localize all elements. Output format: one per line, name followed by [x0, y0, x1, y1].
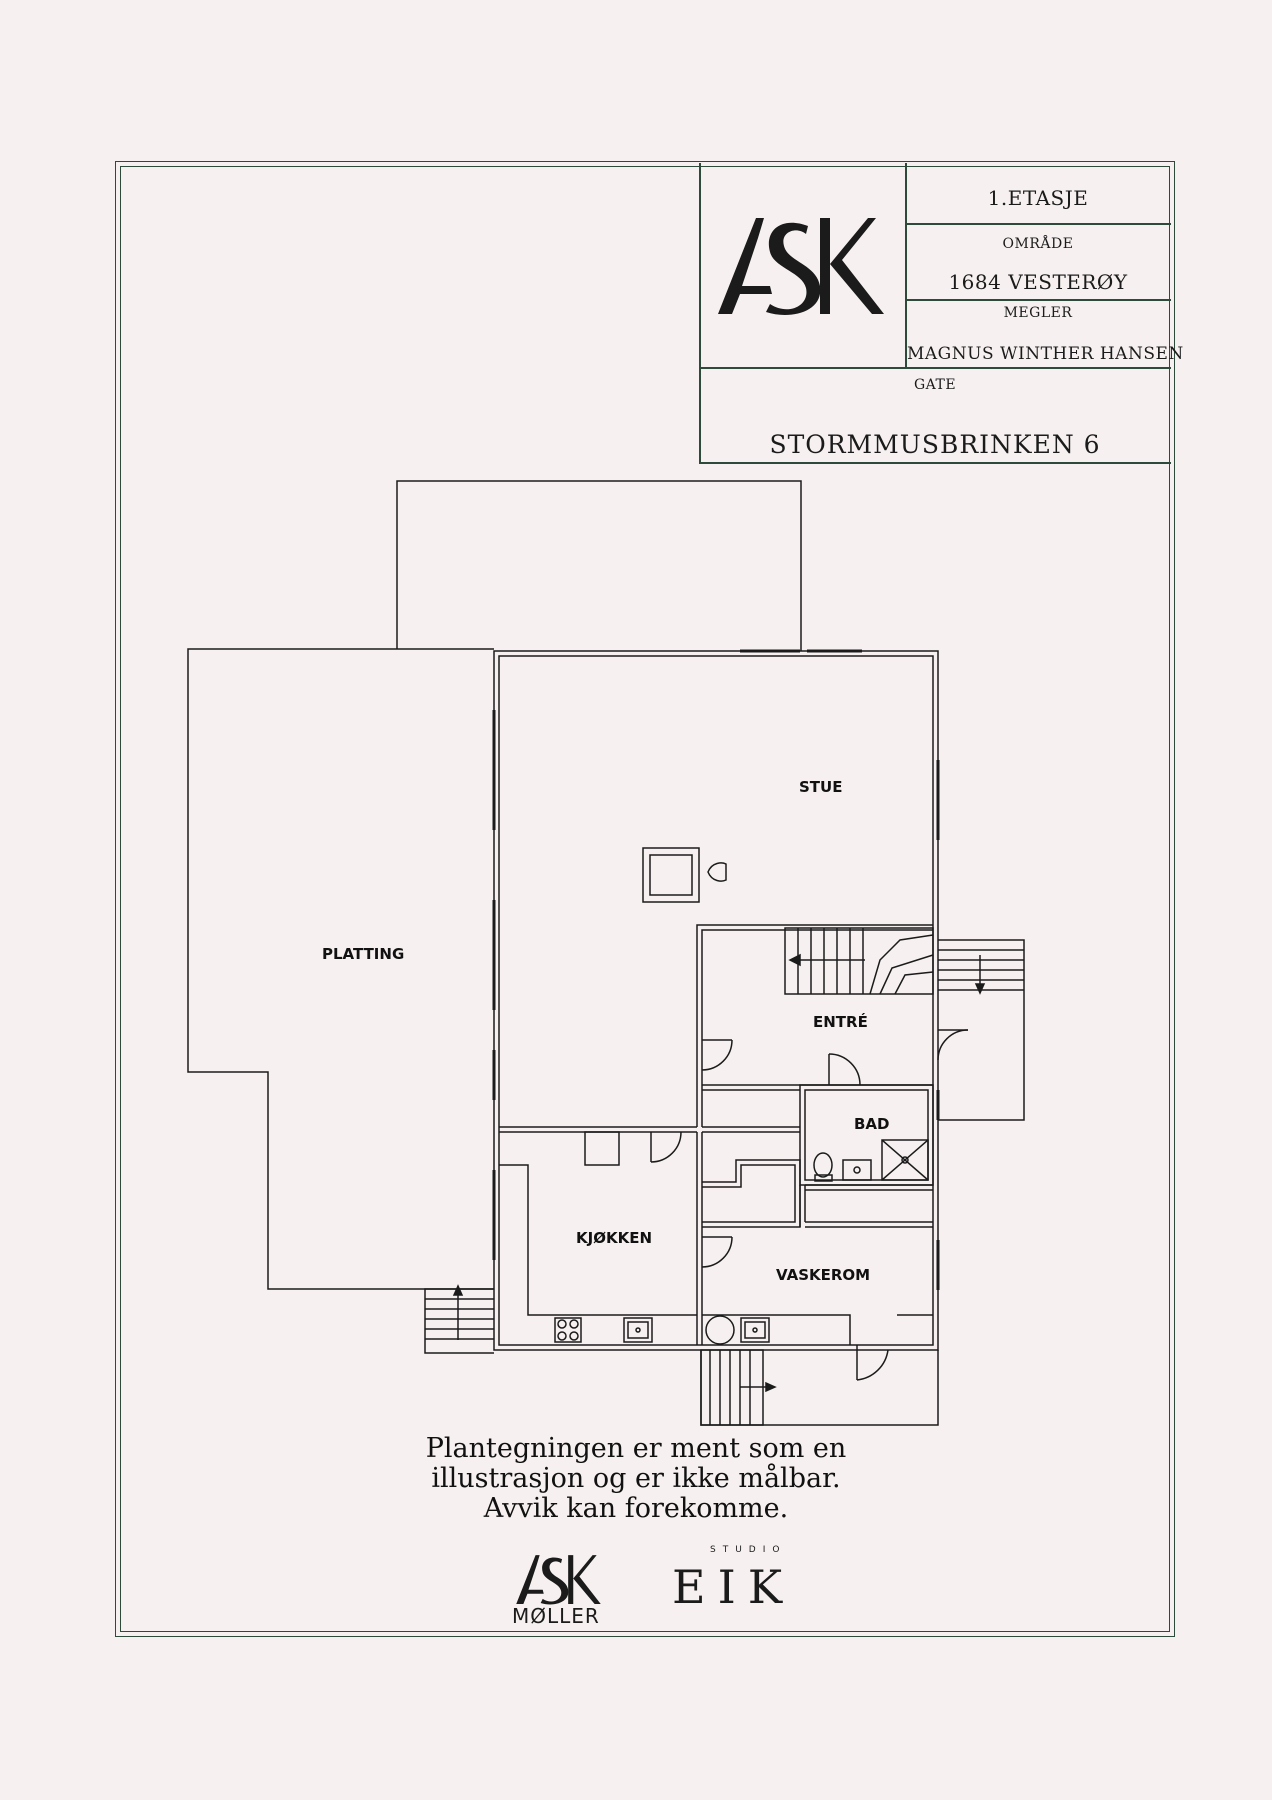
bad-walls [799, 1084, 934, 1186]
broker-label: MEGLER [1003, 305, 1073, 321]
broker-value: MAGNUS WINTHER HANSEN [907, 344, 1184, 364]
fireplace-vent [707, 862, 727, 882]
drawing-frame-inner [120, 166, 1170, 1632]
room-label-bad: BAD [854, 1115, 890, 1133]
room-label-vaskerom: VASKEROM [776, 1266, 871, 1284]
disclaimer-line-3: Avvik kan forekomme. [483, 1493, 789, 1524]
toilet [813, 1152, 833, 1178]
disclaimer-line-1: Plantegningen er ment som en [425, 1433, 847, 1464]
kitchen-cabinet [584, 1131, 620, 1166]
eik-logo: EIK [672, 1560, 795, 1614]
area-value: 1684 VESTERØY [948, 270, 1128, 294]
vaskerom-counter [702, 1314, 851, 1345]
kitchen-sink [623, 1317, 653, 1343]
ask-logo-k [820, 218, 884, 314]
title-block-row2 [905, 299, 1171, 301]
title-block-logo-divider [905, 163, 907, 368]
room-label-entre: ENTRÉ [813, 1013, 868, 1031]
kitchen-counter [499, 1164, 697, 1316]
title-block-left-border [699, 163, 701, 463]
fireplace-outer [642, 847, 700, 903]
ask-logo-a [718, 218, 772, 314]
ask-moller-sub: MØLLER [512, 1604, 600, 1628]
room-label-kjokken: KJØKKEN [576, 1229, 653, 1247]
platting-upper-outline [396, 480, 802, 651]
back-steps [700, 1350, 939, 1426]
floor-label: 1.ETASJE [987, 186, 1089, 210]
title-block-divider [699, 367, 1171, 369]
entry-porch [938, 939, 1025, 1121]
ask-logo [718, 218, 884, 315]
drawing-frame [115, 161, 1175, 1637]
house-inner-wall [498, 655, 934, 1346]
stair-arrow-head [788, 953, 801, 967]
disclaimer: Plantegningen er ment som en illustrasjo… [0, 1434, 1272, 1524]
ask-logo-s [766, 222, 821, 315]
staircase [784, 927, 934, 995]
bad-sink [842, 1159, 872, 1181]
title-block-bottom-border [699, 462, 1171, 464]
stove [554, 1317, 582, 1343]
street-label: GATE [913, 377, 957, 393]
shower [881, 1139, 929, 1181]
vaskerom-sink [740, 1317, 770, 1343]
washing-machine [705, 1315, 735, 1345]
street-value: STORMMUSBRINKEN 6 [769, 430, 1101, 459]
stue-partition [696, 924, 933, 1127]
room-label-stue: STUE [799, 778, 843, 796]
title-block-row1 [905, 223, 1171, 225]
fireplace-inner [649, 854, 693, 896]
hall-closet [702, 1159, 801, 1228]
area-label: OMRÅDE [1002, 236, 1074, 252]
house-outer-wall [493, 650, 939, 1351]
studio-label: STUDIO [710, 1545, 787, 1555]
platting-outline [187, 648, 494, 1290]
stue-partition-inner [701, 929, 933, 1127]
disclaimer-line-2: illustrasjon og er ikke målbar. [431, 1463, 841, 1494]
room-label-platting: PLATTING [322, 945, 405, 963]
ask-moller-logo [516, 1555, 601, 1605]
